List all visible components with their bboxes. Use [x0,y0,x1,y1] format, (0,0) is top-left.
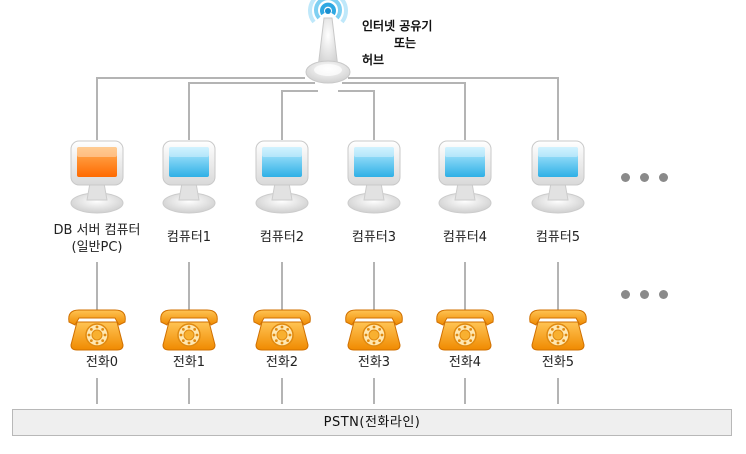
dot [621,173,630,182]
telephone-icon [529,309,587,351]
computer-icon [347,140,401,214]
phone-label-0: 전화0 [85,355,119,370]
telephone-icon [68,309,126,351]
computer-icon [438,140,492,214]
computer-icon [162,140,216,214]
phones [68,309,587,351]
dot [640,173,649,182]
computer-label-3: 컴퓨터3 [351,230,397,245]
computer-phone-links [96,262,559,310]
telephone-icon [345,309,403,351]
router-icon [305,0,351,84]
router-label-line-1: 인터넷 공유기 [362,19,433,33]
dot [621,290,630,299]
pstn-line-bar: PSTN(전화라인) [12,409,732,436]
computer-label-2: 컴퓨터2 [259,230,305,245]
router-connections [96,77,559,140]
computer-label-db-server: DB 서버 컴퓨터 (일반PC) [53,223,141,255]
router-label-line-2: 또는 [394,36,417,50]
computer-icon [70,140,124,214]
telephone-icon [253,309,311,351]
more-phones-indicator [621,290,668,299]
computer-label-5: 컴퓨터5 [535,230,581,245]
telephone-icon [436,309,494,351]
dot [659,290,668,299]
phone-label-1: 전화1 [172,355,206,370]
phone-label-5: 전화5 [541,355,575,370]
computer-label-1: 컴퓨터1 [166,230,212,245]
telephone-icon [160,309,218,351]
computer-label-4: 컴퓨터4 [442,230,488,245]
phone-label-2: 전화2 [265,355,299,370]
more-computers-indicator [621,173,668,182]
dot [659,173,668,182]
phone-pstn-links [96,378,559,404]
router-label: 인터넷 공유기 또는 허브 [362,18,462,69]
router-label-line-3: 허브 [362,53,385,67]
computers [70,140,585,214]
phone-label-4: 전화4 [448,355,482,370]
computer-icon [255,140,309,214]
dot [640,290,649,299]
computer-icon [531,140,585,214]
phone-label-3: 전화3 [357,355,391,370]
